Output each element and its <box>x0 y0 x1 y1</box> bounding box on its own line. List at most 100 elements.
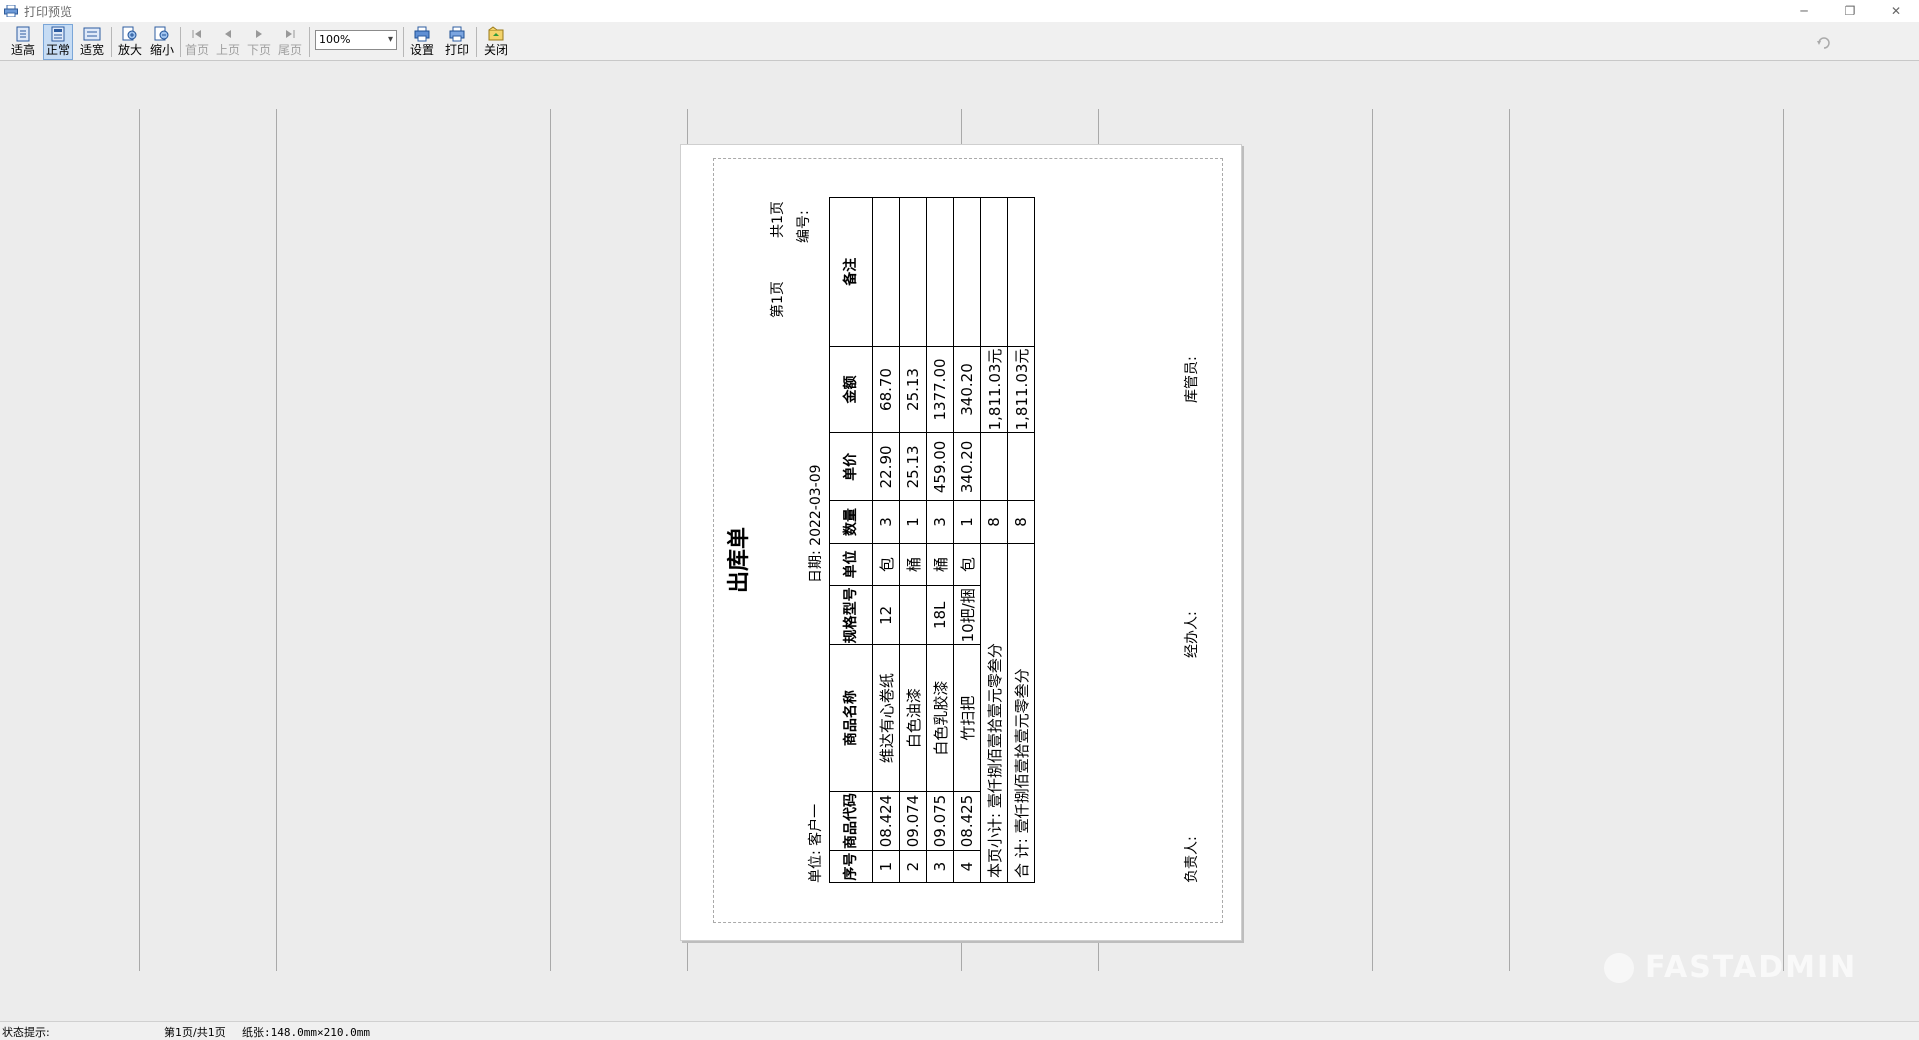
close-label: 关闭 <box>483 43 508 57</box>
header-cell: 商品代码 <box>829 791 873 851</box>
table-row: 2 09.074 白色油漆 桶 1 25.13 25.13 <box>899 197 927 883</box>
cell-amount: 1377.00 <box>926 346 954 433</box>
last-page-button[interactable]: 尾页 <box>277 25 303 59</box>
cell-spec <box>899 585 927 645</box>
printer-icon <box>449 26 465 42</box>
zoom-out-button[interactable]: 缩小 <box>149 25 175 59</box>
cell-spec: 10把/捆 <box>953 585 981 645</box>
cell-seq: 1 <box>872 850 900 883</box>
settings-button[interactable]: 设置 <box>409 25 435 59</box>
cell-qty: 3 <box>872 500 900 544</box>
header-cell: 规格型号 <box>829 585 873 645</box>
cell-name: 维达有心卷纸 <box>872 645 900 792</box>
toolbar-separator <box>403 27 404 57</box>
cell-price: 340.20 <box>953 432 981 501</box>
header-cell: 商品名称 <box>829 645 873 792</box>
table-row: 1 08.424 维达有心卷纸 12 包 3 22.90 68.70 <box>872 197 900 883</box>
fit-height-button[interactable]: 适高 <box>10 25 36 59</box>
normal-view-button[interactable]: 正常 <box>43 24 73 60</box>
cell-unit: 包 <box>953 543 981 586</box>
header-cell: 金额 <box>829 346 873 433</box>
status-paper-info: 纸张:148.0mm×210.0mm <box>242 1026 370 1039</box>
total-qty: 8 <box>1007 500 1035 544</box>
fit-width-icon <box>83 27 101 41</box>
restore-button[interactable]: ❐ <box>1844 4 1856 18</box>
document-number: 编号: <box>796 210 812 243</box>
fit-height-icon <box>16 26 30 42</box>
total-row: 合 计: 壹仟捌佰壹拾壹元零叁分 8 1,811.03元 <box>1007 197 1035 883</box>
subtotal-row: 本页小计: 壹仟捌佰壹拾壹元零叁分 8 1,811.03元 <box>980 197 1008 883</box>
cell-name: 白色乳胶漆 <box>926 645 954 792</box>
close-folder-icon <box>488 26 504 41</box>
cell-name: 竹扫把 <box>953 645 981 792</box>
window-title: 打印预览 <box>24 4 73 19</box>
subtotal-label: 本页小计: 壹仟捌佰壹拾壹元零叁分 <box>980 543 1008 883</box>
outbound-table: 序号 商品代码 商品名称 规格型号 单位 数量 单价 金额 备注 1 08.42… <box>829 197 1035 883</box>
document-date: 日期: 2022-03-09 <box>808 464 824 583</box>
page-number: 第1页 <box>770 281 786 318</box>
cell-qty: 1 <box>899 500 927 544</box>
fit-width-label: 适宽 <box>79 43 104 57</box>
document-title: 出库单 <box>727 526 752 593</box>
cell-price: 459.00 <box>926 432 954 501</box>
ruler-line <box>1509 109 1510 971</box>
fit-width-button[interactable]: 适宽 <box>79 25 105 59</box>
zoom-value: 100% <box>319 33 351 46</box>
next-page-button[interactable]: 下页 <box>246 25 272 59</box>
total-amount: 1,811.03元 <box>1007 346 1035 433</box>
first-page-button[interactable]: 首页 <box>184 25 210 59</box>
cell-qty: 3 <box>926 500 954 544</box>
close-button[interactable]: 关闭 <box>483 25 509 59</box>
signature-responsible: 负责人: <box>1184 836 1200 883</box>
toolbar: 适高 正常 适宽 放大 缩小 首页 上页 下页 尾页 100% ▾ 设置 <box>0 22 1919 61</box>
print-label: 打印 <box>444 43 469 57</box>
next-page-label: 下页 <box>246 43 271 57</box>
print-button[interactable]: 打印 <box>444 25 470 59</box>
refresh-icon[interactable] <box>1815 34 1833 52</box>
prev-page-icon <box>225 30 231 38</box>
last-page-label: 尾页 <box>277 43 302 57</box>
normal-view-icon <box>51 26 65 42</box>
settings-label: 设置 <box>409 43 434 57</box>
signature-keeper: 库管员: <box>1184 356 1200 403</box>
close-window-button[interactable]: ✕ <box>1890 4 1902 18</box>
next-page-icon <box>256 30 262 38</box>
header-cell: 备注 <box>829 197 873 347</box>
header-cell: 序号 <box>829 850 873 883</box>
zoom-in-icon <box>122 26 137 41</box>
status-hint: 状态提示: <box>2 1026 50 1039</box>
cell-amount: 25.13 <box>899 346 927 433</box>
cell-unit: 桶 <box>926 543 954 586</box>
watermark-text: FASTADMIN <box>1645 950 1858 985</box>
cell-amount: 340.20 <box>953 346 981 433</box>
status-page-info: 第1页/共1页 <box>164 1026 226 1039</box>
total-price-empty <box>1007 432 1035 501</box>
toolbar-separator <box>180 27 181 57</box>
printer-app-icon <box>4 5 18 17</box>
status-bar: 状态提示: 第1页/共1页 纸张:148.0mm×210.0mm <box>0 1021 1919 1040</box>
title-bar: 打印预览 ─ ❐ ✕ <box>0 0 1919 22</box>
cell-note <box>926 197 954 347</box>
fit-height-label: 适高 <box>10 43 35 57</box>
zoom-in-button[interactable]: 放大 <box>117 25 143 59</box>
rotated-document: 出库单 第1页 共1页 编号: 单位: 客户一 日期: 2022-03-09 序… <box>713 158 1223 923</box>
cell-code: 08.425 <box>953 791 981 851</box>
cell-price: 25.13 <box>899 432 927 501</box>
prev-page-button[interactable]: 上页 <box>215 25 241 59</box>
cell-spec: 12 <box>872 585 900 645</box>
header-cell: 单位 <box>829 543 873 586</box>
cell-name: 白色油漆 <box>899 645 927 792</box>
header-cell: 数量 <box>829 500 873 544</box>
zoom-select[interactable]: 100% ▾ <box>315 30 397 50</box>
normal-view-label: 正常 <box>45 43 70 57</box>
cell-note <box>872 197 900 347</box>
signature-handler: 经办人: <box>1184 611 1200 658</box>
watermark-logo-icon <box>1604 953 1634 983</box>
ruler-line <box>550 109 551 971</box>
page-margin-border <box>713 158 1223 923</box>
cell-seq: 4 <box>953 850 981 883</box>
zoom-out-label: 缩小 <box>149 43 174 57</box>
minimize-button[interactable]: ─ <box>1800 4 1808 18</box>
cell-seq: 2 <box>899 850 927 883</box>
toolbar-separator <box>309 27 310 57</box>
